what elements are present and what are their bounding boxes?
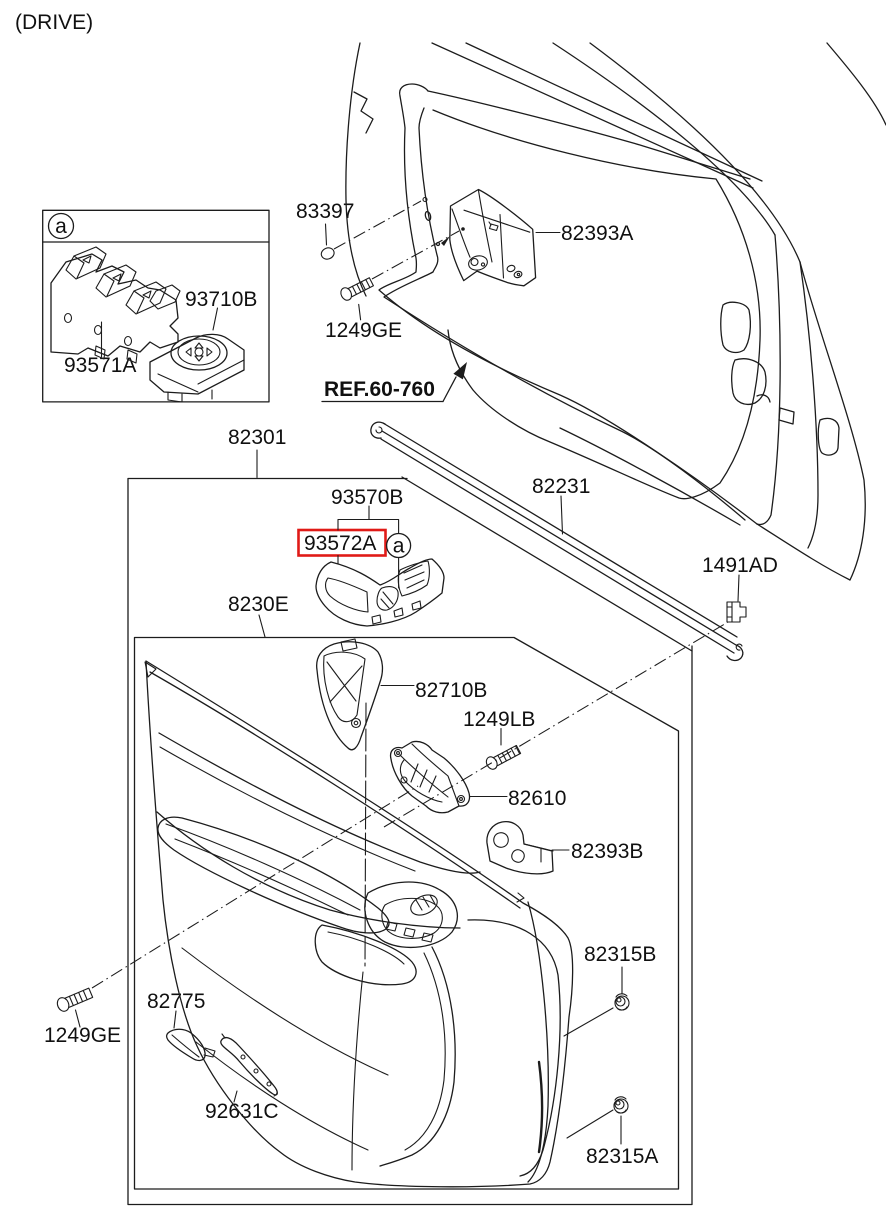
svg-text:82775: 82775: [147, 990, 205, 1013]
svg-text:1249GE: 1249GE: [325, 319, 402, 342]
svg-text:1249GE: 1249GE: [44, 1024, 121, 1047]
svg-text:a: a: [55, 215, 67, 238]
svg-text:82315A: 82315A: [586, 1145, 658, 1168]
svg-text:82710B: 82710B: [415, 679, 487, 702]
svg-text:(DRIVE): (DRIVE): [15, 11, 93, 34]
svg-text:82393B: 82393B: [571, 840, 643, 863]
svg-text:8230E: 8230E: [228, 593, 289, 616]
svg-text:93710B: 93710B: [185, 288, 257, 311]
svg-text:1491AD: 1491AD: [702, 554, 778, 577]
svg-text:82231: 82231: [532, 475, 590, 498]
svg-text:82610: 82610: [508, 787, 566, 810]
svg-text:93571A: 93571A: [64, 354, 136, 377]
svg-text:83397: 83397: [296, 200, 354, 223]
svg-text:1249LB: 1249LB: [463, 708, 535, 731]
svg-text:93572A: 93572A: [304, 532, 376, 555]
svg-text:a: a: [393, 535, 405, 558]
svg-text:82315B: 82315B: [584, 943, 656, 966]
svg-text:REF.60-760: REF.60-760: [324, 378, 435, 401]
svg-text:82301: 82301: [228, 426, 286, 449]
svg-text:82393A: 82393A: [561, 222, 633, 245]
svg-text:92631C: 92631C: [205, 1100, 279, 1123]
svg-text:93570B: 93570B: [331, 486, 403, 509]
